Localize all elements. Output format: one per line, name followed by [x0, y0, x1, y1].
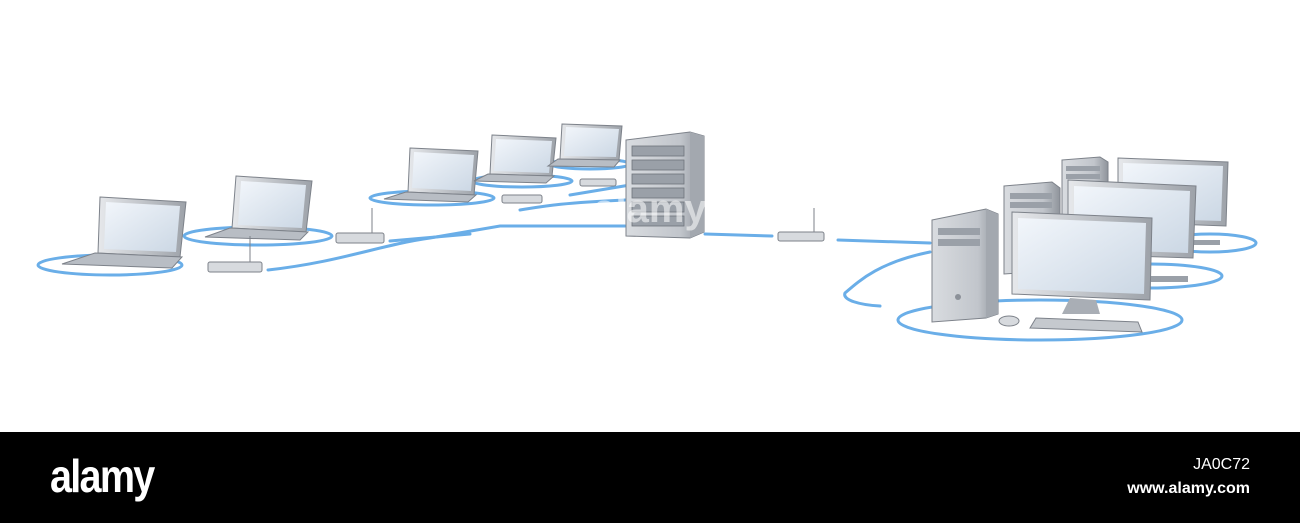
router-icons [207, 178, 825, 273]
router-4 [579, 178, 617, 187]
network-diagram-illustration: alamy [36, 123, 1258, 342]
router-5 [777, 208, 825, 242]
laptop-4 [473, 134, 557, 184]
laptop-3 [383, 147, 479, 203]
router-1 [207, 236, 263, 273]
laptop-1 [61, 196, 187, 269]
network-cables [266, 183, 932, 308]
desktop-tower-front [931, 208, 999, 323]
laptop-5 [546, 123, 623, 168]
router-2 [335, 208, 385, 244]
router-3 [501, 194, 543, 204]
image-id-label: JA0C72 [1193, 456, 1250, 473]
desktop-monitor-front [998, 211, 1153, 333]
watermark-text: alamy [593, 187, 707, 231]
alamy-logo: alamy [50, 450, 155, 502]
server-tower [625, 131, 705, 239]
laptop-2 [204, 175, 313, 241]
footer-bar [0, 432, 1300, 523]
site-url-link[interactable]: www.alamy.com [1127, 480, 1250, 497]
